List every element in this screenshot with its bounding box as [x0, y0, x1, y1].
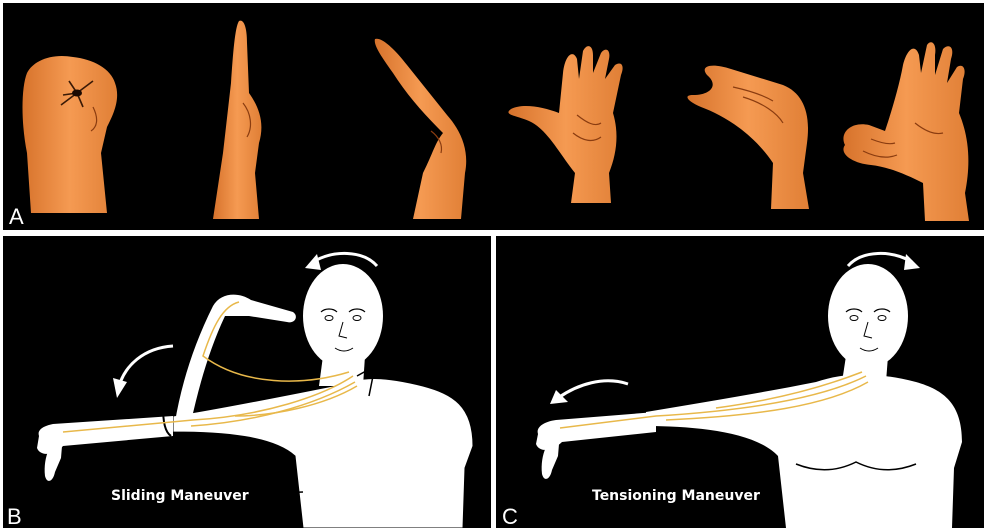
arm-down-arrow	[113, 346, 173, 398]
panel-b-label: B	[7, 506, 22, 528]
sliding-maneuver-caption: Sliding Maneuver	[111, 488, 249, 504]
head	[303, 264, 383, 368]
arm-down-arrow	[550, 381, 628, 404]
panel-c: Tensioning Maneuver C	[496, 236, 984, 528]
straight-hand	[213, 21, 261, 219]
panel-a: A	[3, 3, 984, 230]
neck	[319, 356, 365, 386]
wrist-extended-hand	[687, 66, 809, 209]
thumb-stretched-hand	[843, 42, 969, 221]
tensioning-illustration	[496, 236, 984, 528]
panel-c-label: C	[502, 506, 518, 528]
wrist-flexed-hand	[375, 39, 466, 219]
thumb-extended-hand	[508, 46, 622, 203]
head	[828, 264, 908, 368]
panel-b: Sliding Maneuver B	[3, 236, 491, 528]
sliding-illustration	[3, 236, 491, 528]
fist-hand	[23, 56, 118, 213]
hand-sequence	[3, 3, 984, 230]
tensioning-maneuver-caption: Tensioning Maneuver	[592, 488, 760, 504]
neck	[842, 356, 888, 382]
panel-a-label: A	[9, 206, 24, 228]
